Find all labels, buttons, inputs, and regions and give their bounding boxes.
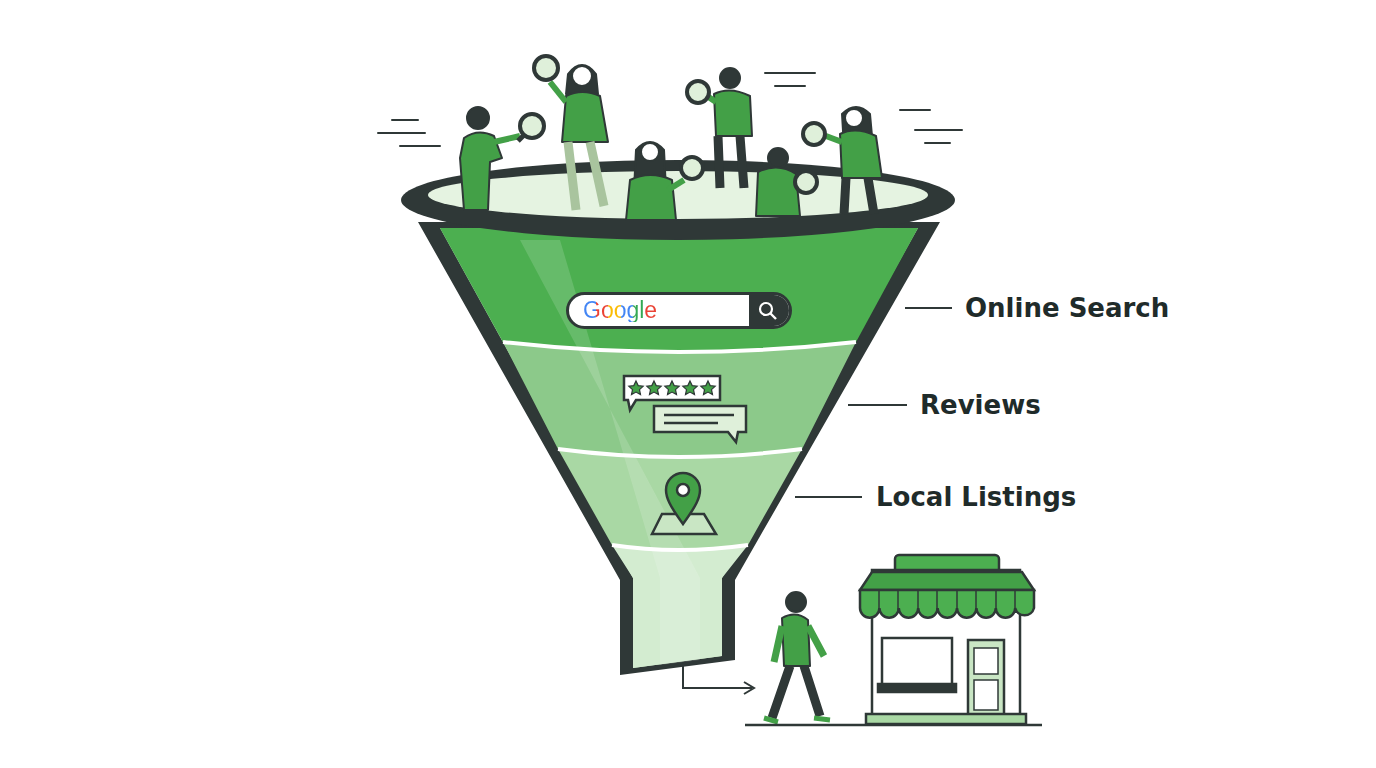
search-bar: Google — [566, 292, 792, 329]
funnel-body — [440, 228, 918, 668]
storefront — [745, 555, 1042, 725]
map-pin-icon — [652, 473, 716, 534]
stage-label: Online Search — [965, 295, 1169, 321]
review-bubbles-icon — [624, 376, 746, 442]
search-button — [749, 295, 789, 329]
magnifier-handle — [770, 313, 776, 319]
search-button-bg — [749, 295, 789, 329]
band-online-search — [440, 228, 918, 352]
stage-label: Reviews — [920, 392, 1041, 418]
search-logo-text: Google — [583, 299, 657, 322]
band-dividers — [503, 342, 856, 550]
searching-people — [460, 56, 882, 220]
band-reviews — [503, 342, 856, 457]
stage-label: Local Listings — [876, 484, 1076, 510]
exit-arrow — [683, 662, 754, 694]
band-local-listings — [558, 449, 802, 550]
walking-customer — [764, 592, 830, 722]
